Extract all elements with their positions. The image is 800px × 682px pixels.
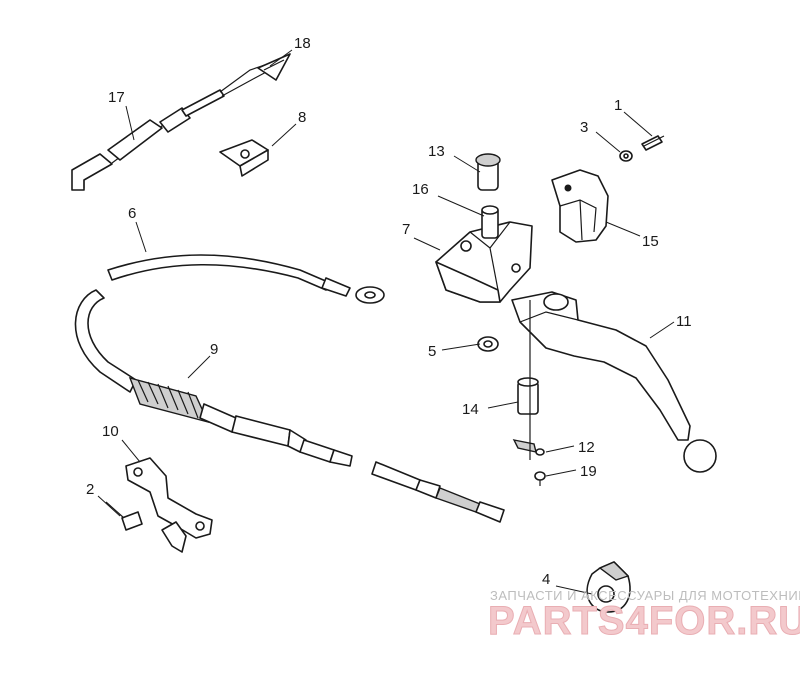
part-6-ground-wire	[107, 254, 385, 304]
leader-11	[649, 321, 675, 339]
part-9-clutch-cable	[74, 289, 505, 523]
part-19-screw	[534, 471, 546, 486]
callout-10: 10	[102, 423, 119, 440]
callout-8: 8	[298, 109, 306, 126]
callout-18: 18	[294, 35, 311, 52]
part-7-lever-perch	[435, 221, 533, 303]
leader-6	[135, 221, 147, 253]
part-15-cover	[551, 169, 609, 243]
leader-13	[453, 155, 481, 173]
leader-10	[121, 439, 141, 463]
leader-4	[555, 585, 593, 595]
part-1-bolt	[641, 135, 665, 151]
callout-13: 13	[428, 143, 445, 160]
leader-18	[269, 49, 293, 67]
callout-11: 11	[676, 313, 692, 330]
callout-14: 14	[462, 401, 479, 418]
part-12-spring	[512, 439, 545, 456]
leader-9	[187, 355, 211, 379]
callout-9: 9	[210, 341, 218, 358]
callout-16: 16	[412, 181, 429, 198]
leader-5	[441, 343, 481, 351]
part-11-clutch-lever	[511, 291, 717, 473]
callout-19: 19	[580, 463, 597, 480]
part-5-clip	[477, 336, 499, 352]
callout-1: 1	[614, 97, 622, 114]
callout-17: 17	[108, 89, 125, 106]
leader-8	[271, 123, 297, 147]
leader-15	[605, 221, 641, 237]
part-3-washer	[619, 150, 633, 162]
callout-12: 12	[578, 439, 595, 456]
part-10-cable-bracket	[125, 457, 213, 553]
callout-5: 5	[428, 343, 436, 360]
leader-lines	[97, 49, 675, 595]
callout-15: 15	[642, 233, 659, 250]
part-16-pin	[481, 205, 499, 239]
watermark: ЗАПЧАСТИ И АКСЕССУАРЫ ДЛЯ МОТОТЕХНИКИ PA…	[488, 588, 800, 644]
callout-3: 3	[580, 119, 588, 136]
callout-6: 6	[128, 205, 136, 222]
leader-3	[595, 131, 621, 153]
leader-2	[97, 495, 121, 517]
part-13-plunger	[475, 153, 501, 191]
part-4-cable-clamp	[586, 561, 631, 613]
leader-1	[623, 111, 653, 137]
callout-2: 2	[86, 481, 94, 498]
leader-19	[545, 469, 577, 477]
leader-7	[413, 237, 441, 251]
callout-7: 7	[402, 221, 410, 238]
part-8-bracket	[219, 139, 269, 177]
leader-14	[487, 401, 519, 409]
watermark-brand: PARTS4FOR.RU	[488, 599, 800, 643]
part-14-sleeve	[517, 377, 539, 415]
leader-12	[545, 445, 575, 453]
watermark-tagline: ЗАПЧАСТИ И АКСЕССУАРЫ ДЛЯ МОТОТЕХНИКИ	[490, 588, 800, 603]
callout-labels: 1 2 3 4 5 6 7 8 9 10 11 12 13 14 15 16 1…	[86, 35, 692, 588]
callout-4: 4	[542, 571, 550, 588]
leader-16	[437, 195, 485, 217]
part-2-screw	[105, 501, 143, 531]
leader-17	[125, 105, 135, 141]
part-18-wire-ends	[257, 53, 291, 81]
part-17-wire-harness	[71, 59, 286, 191]
